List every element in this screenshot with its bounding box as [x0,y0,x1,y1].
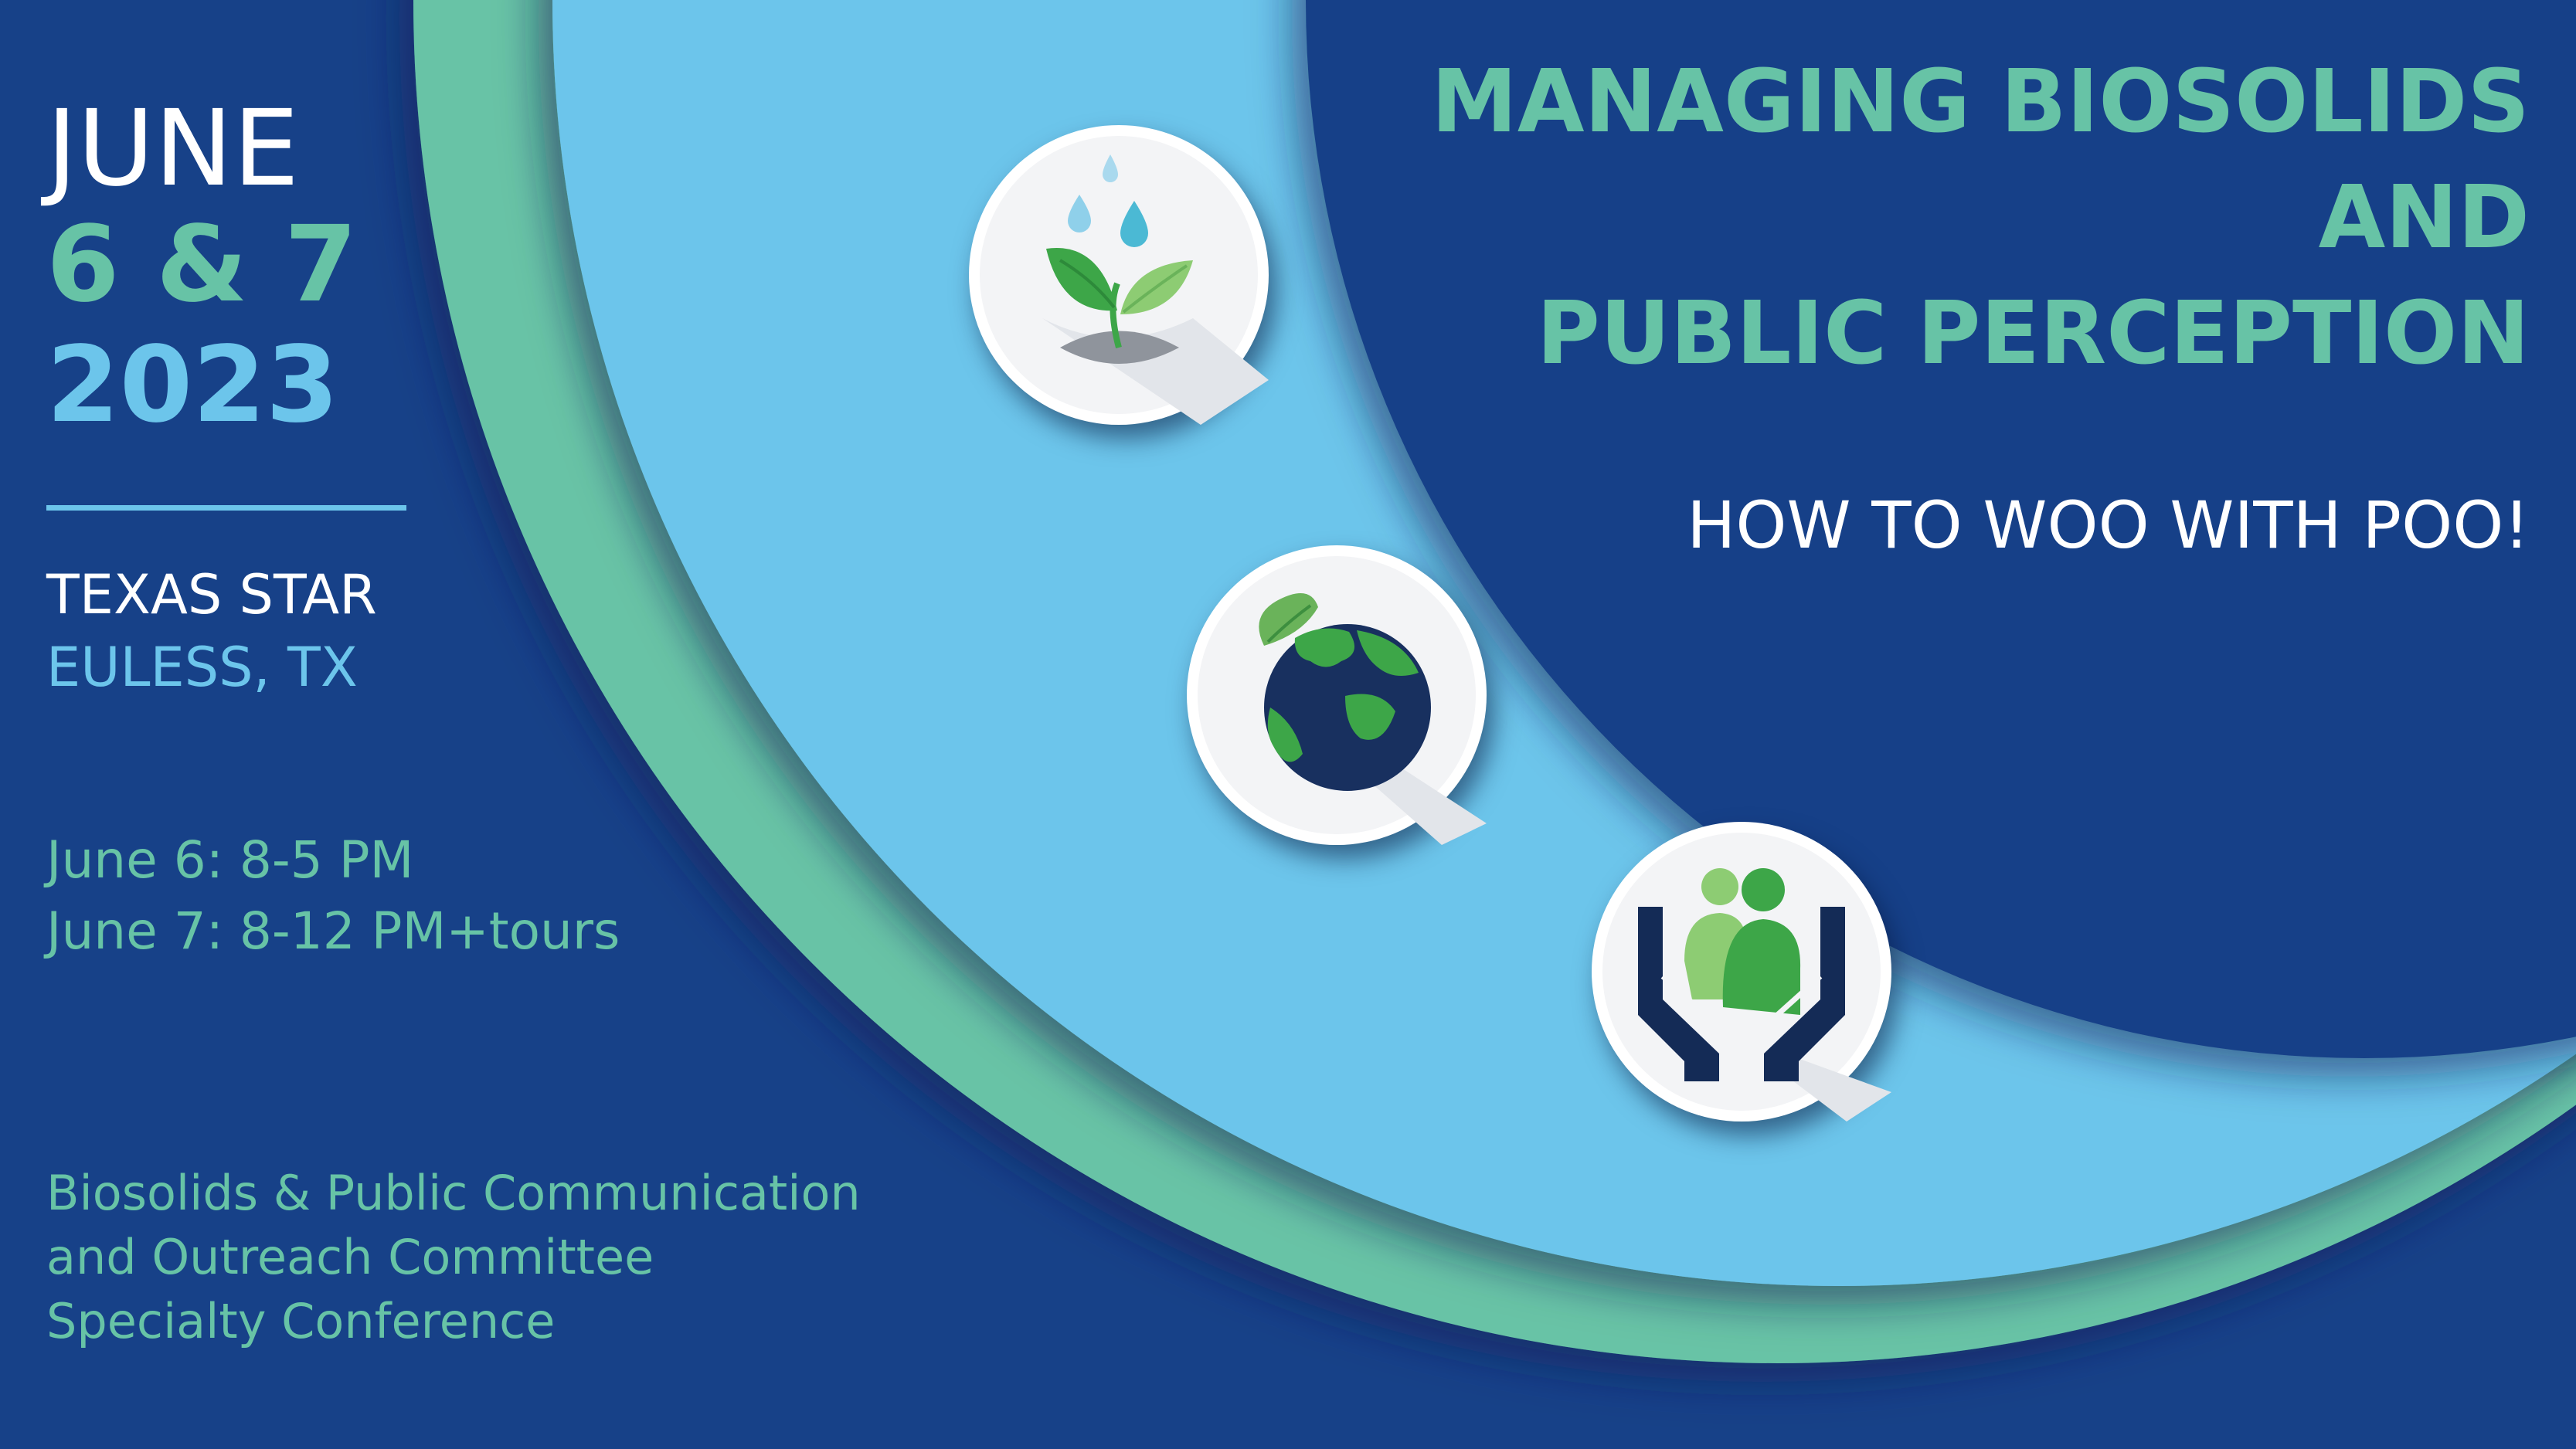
subtitle: HOW TO WOO WITH POO! [1687,487,2530,563]
title-line-3: PUBLIC PERCEPTION [1536,283,2530,384]
event-month: JUNE [46,88,300,210]
schedule-day-2: June 7: 8-12 PM+tours [46,901,620,961]
committee-line-1: Biosolids & Public Communication [46,1165,861,1221]
inner-navy-disc [1306,0,2576,1058]
title-line-1: MANAGING BIOSOLIDS [1431,52,2530,152]
committee-line-3: Specialty Conference [46,1293,556,1349]
schedule-day-1: June 6: 8-5 PM [46,830,414,890]
hands-people-icon [1592,822,1891,1122]
plant-water-icon [969,125,1269,425]
title-line-2: AND [2318,168,2530,268]
venue-city: EULESS, TX [46,636,358,699]
committee-line-2: and Outreach Committee [46,1229,654,1285]
globe-leaf-icon [1187,545,1487,845]
venue-name: TEXAS STAR [46,563,377,626]
event-days: 6 & 7 [46,204,358,326]
divider-line [46,505,406,511]
event-year: 2023 [46,324,339,446]
